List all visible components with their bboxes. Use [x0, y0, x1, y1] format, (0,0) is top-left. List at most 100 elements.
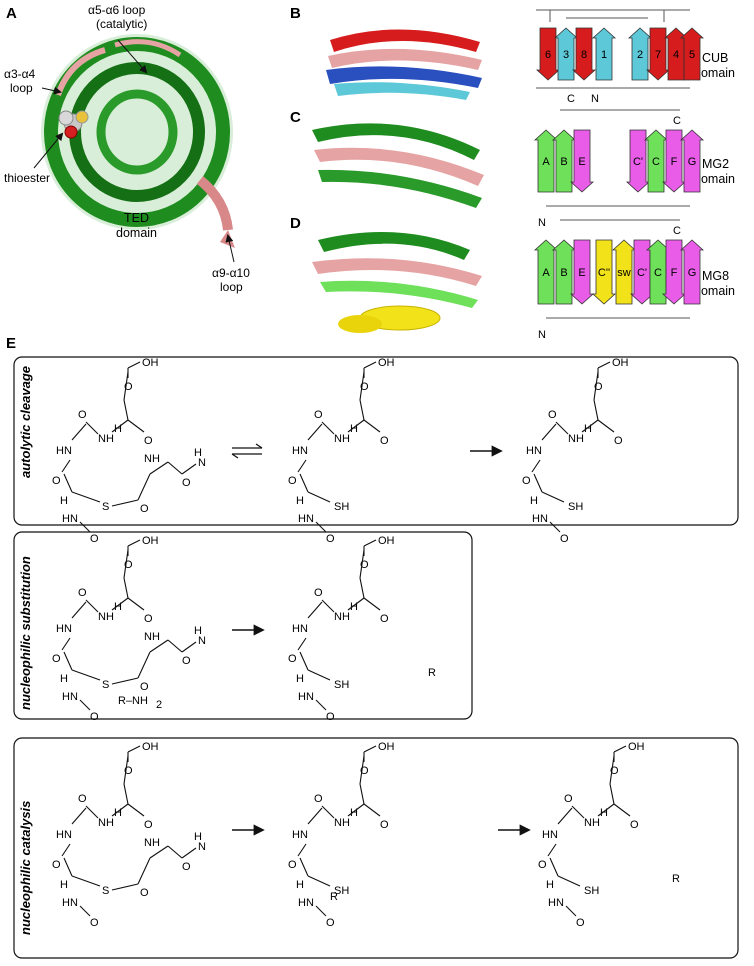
cub-ribbon [326, 29, 482, 100]
mol-r1b-nh1: NH [334, 433, 350, 445]
mol-r2a-b11 [79, 699, 91, 711]
mol-r1c-b3 [593, 371, 599, 401]
r2-nucleophile-sub: 2 [156, 699, 162, 711]
mol-r1b-b12 [307, 491, 331, 503]
mol-r3b-hn1: HN [292, 829, 308, 841]
mol-r3a-b7 [85, 805, 99, 819]
mol-r1b-b9 [297, 459, 307, 473]
mol-r2b-b5 [363, 597, 381, 611]
mol-r1b-o5: O [326, 533, 335, 545]
mol-r1a-o2: O [144, 435, 153, 447]
mol-r1a-b9 [61, 459, 71, 473]
row-autolytic-box [13, 356, 739, 526]
mg8-strand-2 [569, 239, 595, 305]
mg8-strand-2-label: E [578, 267, 585, 279]
mol-r1a-b17 [181, 463, 197, 475]
mol-r2a-s: S [102, 679, 109, 691]
mol-r3b-b6 [347, 803, 365, 817]
mol-r3a-o1: O [124, 765, 133, 777]
mol-r2b-b1 [363, 539, 377, 547]
mol-r1a-b14 [137, 473, 151, 501]
mg8-strand-1-label: B [560, 267, 567, 279]
mg8-strand-0-label: A [542, 267, 550, 279]
mol-r1b-b1 [363, 361, 377, 369]
a5a6-loop-label: α5-α6 loop (catalytic) [88, 3, 149, 31]
mol-r2a-o2: O [144, 613, 153, 625]
mol-r2b-sh: SH [334, 679, 349, 691]
mol-r1a-o1: O [124, 381, 133, 393]
mol-r1b-hn1: HN [292, 445, 308, 457]
mol-r1a-nh1: NH [98, 433, 114, 445]
mol-r3b-b10 [299, 857, 309, 877]
mol-r2a-b5 [127, 597, 145, 611]
mol-r3a-b12 [71, 875, 101, 887]
mg8-term-n: N [538, 329, 546, 341]
mol-r3a-h3: H [194, 831, 202, 843]
mol-r3a-o3: O [78, 793, 87, 805]
mol-r2a-b16 [167, 639, 183, 653]
mol-r2a-o7: O [182, 655, 191, 667]
mol-r1c-b5 [597, 419, 615, 433]
mol-r2b-o5: O [326, 711, 335, 723]
mol-r1c-hn1: HN [526, 445, 542, 457]
mg8-strand-4-label: sw [617, 267, 631, 279]
mol-r3a-b5 [127, 803, 145, 817]
mol-r3a-b10 [63, 857, 73, 877]
cub-strand-2 [571, 27, 597, 81]
mg2-domain-label: MG2 domain [694, 157, 735, 186]
mol-r1c-b1 [597, 361, 611, 369]
mol-r1c-o4: O [522, 475, 531, 487]
mol-r1a-b3 [123, 371, 129, 401]
mol-r1c-oh: OH [612, 357, 629, 369]
mol-r3c-b10 [549, 857, 559, 877]
mol-r3c-hn1: HN [542, 829, 558, 841]
mol-r3c-b5 [613, 803, 631, 817]
mol-r2b-o4: O [288, 653, 297, 665]
mg8-strand-0 [533, 239, 559, 305]
mol-r1a-b11 [79, 521, 91, 533]
ted-structure [41, 34, 235, 248]
mol-r1c-o2: O [614, 435, 623, 447]
mol-r1c-b4 [593, 399, 599, 421]
mol-r2a-b1 [127, 539, 141, 547]
mg8-strand-5-label: C' [637, 267, 647, 279]
mol-r1c-hn2: HN [532, 513, 548, 525]
mol-r2b-b12 [307, 669, 331, 681]
mol-r2a-o1: O [124, 559, 133, 571]
mol-r3c-b11 [565, 905, 577, 917]
cub-strand-4 [627, 27, 653, 81]
mol-r3c-b6 [597, 803, 615, 817]
mol-r3a-b16 [167, 845, 183, 859]
mol-r1b-oh: OH [378, 357, 395, 369]
panel-b: B CUB domain C N [290, 5, 735, 105]
mg2-strand-2-label: E [578, 156, 585, 168]
mg2-topology [546, 109, 690, 207]
mol-r2a-b17 [181, 641, 197, 653]
mol-r2a-b8 [71, 601, 87, 619]
mol-r2a-b12 [71, 669, 101, 681]
mol-r3c-o2: O [630, 819, 639, 831]
mol-r2a-b3 [123, 549, 129, 579]
mol-r1c-b10 [533, 473, 543, 493]
mol-r3b-o1: O [360, 765, 369, 777]
mol-r3c-o5: O [576, 917, 585, 929]
mol-r3c-oh: OH [628, 741, 645, 753]
mg8-topology [546, 219, 690, 319]
mol-r3c-b9 [547, 843, 557, 857]
mol-r1c-o5: O [560, 533, 569, 545]
a5a6-line1: α5-α6 loop [88, 3, 146, 17]
mol-r3a-b1 [127, 745, 141, 753]
cub-strand-3 [591, 27, 617, 81]
mol-r3a-o4: O [52, 859, 61, 871]
mol-r1a-o3: O [78, 409, 87, 421]
cub-term-c: C [567, 93, 575, 105]
mol-r1a-h1: H [114, 423, 122, 435]
mol-r3a-b11 [79, 905, 91, 917]
mol-r3b-o3: O [314, 793, 323, 805]
mg2-strand-6 [679, 129, 705, 193]
mol-r3a-b4 [123, 783, 129, 805]
mg8-domain-label: MG8 domain [694, 269, 735, 298]
panel-c: C MG2 domain N C [290, 109, 735, 229]
mol-r3c-o3: O [564, 793, 573, 805]
panel-e-label: E [6, 335, 16, 352]
